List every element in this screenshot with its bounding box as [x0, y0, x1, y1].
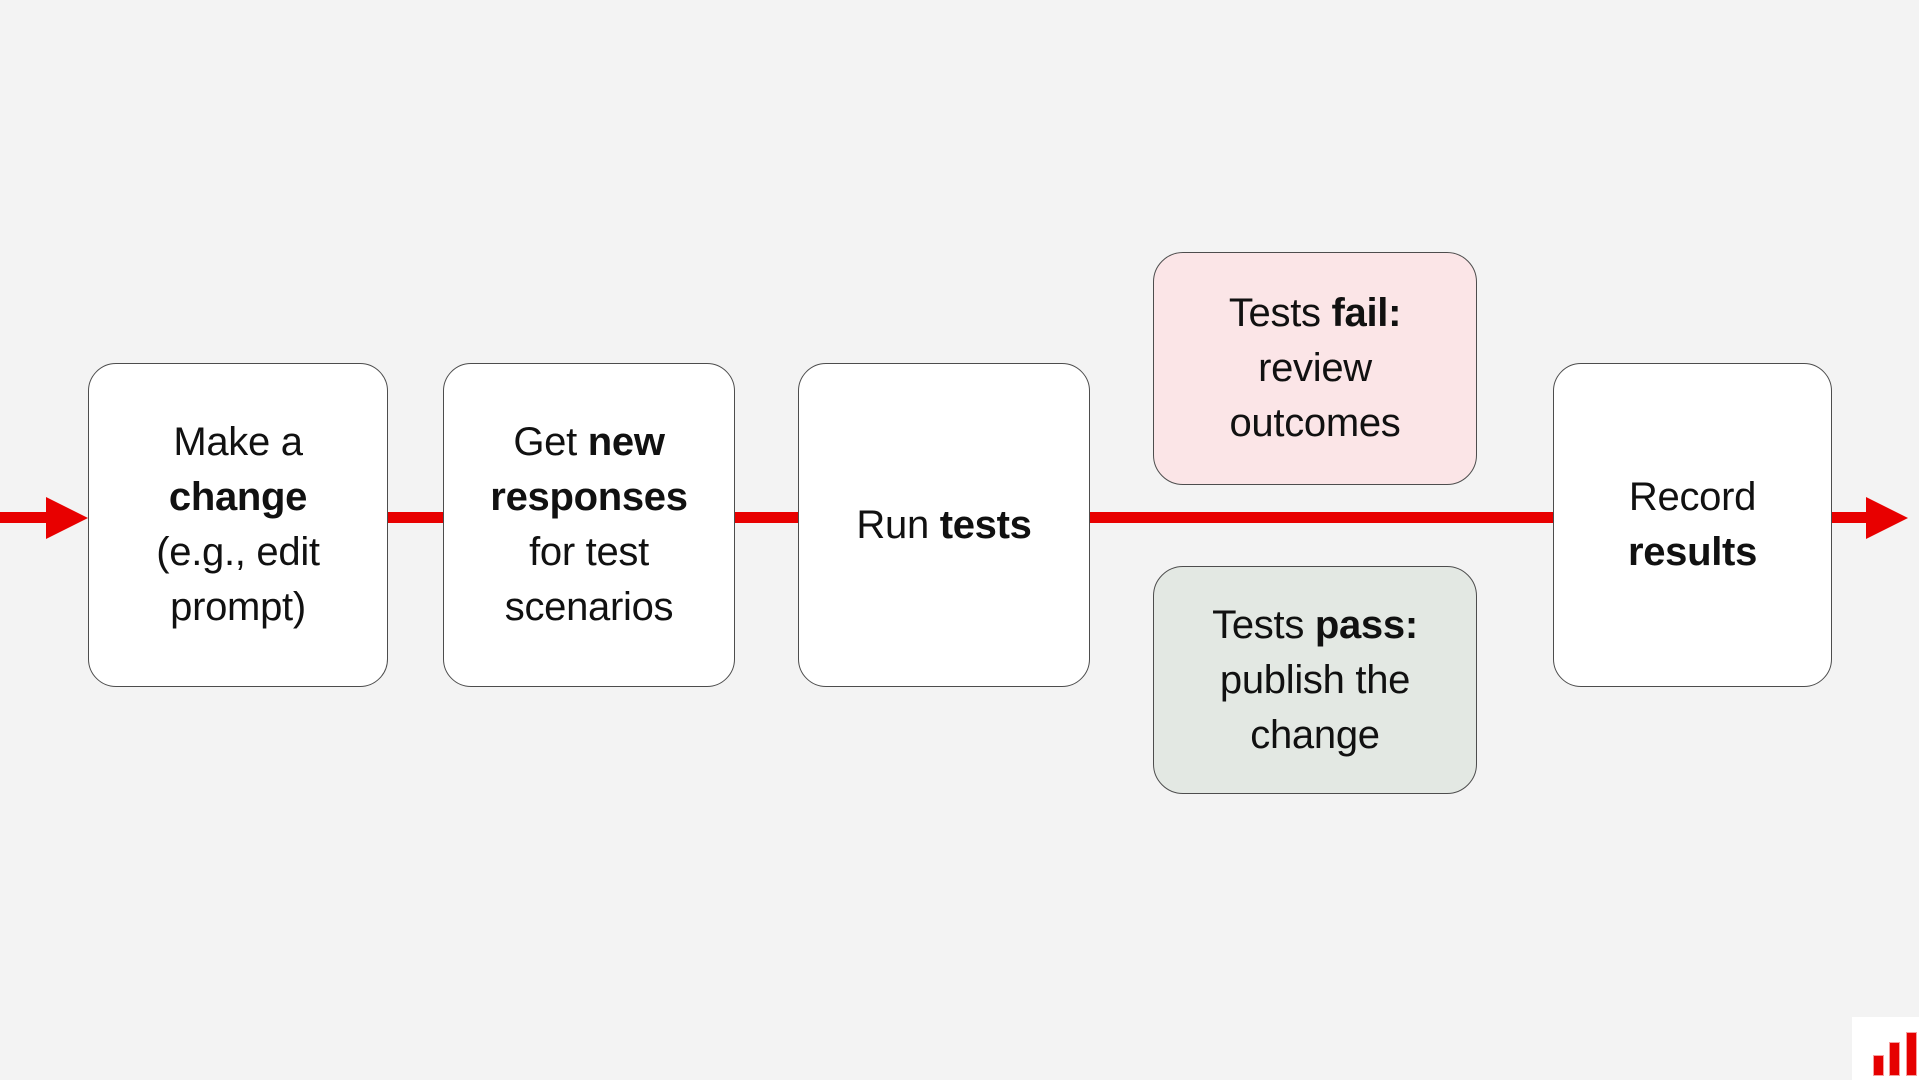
flow-node-record-results: Record results: [1553, 363, 1832, 687]
flow-arrow-segment-enter: [0, 512, 48, 523]
text-line: publish the: [1219, 657, 1411, 702]
arrow-head-left-icon: [46, 497, 88, 539]
flow-node-tests-fail: Tests fail: review outcomes: [1153, 252, 1477, 485]
text-line: responses: [490, 475, 688, 519]
logo-tile: [1852, 1017, 1919, 1080]
logo-bar-large: [1906, 1032, 1917, 1076]
text-line: change: [168, 475, 308, 519]
text-line: Tests fail:: [1228, 291, 1402, 335]
text-line: for test: [529, 530, 649, 574]
text-line: scenarios: [504, 585, 674, 629]
flow-node-run-tests: Run tests: [798, 363, 1090, 687]
text-line: outcomes: [1229, 401, 1401, 445]
flow-arrow-segment-2: [735, 512, 798, 523]
flow-arrow-segment-3: [1090, 512, 1553, 523]
text-line: Record: [1628, 475, 1757, 519]
flow-node-make-change: Make a change (e.g., edit prompt): [88, 363, 388, 687]
text-line: (e.g., edit: [156, 530, 320, 574]
flow-node-tests-pass: Tests pass: publish the change: [1153, 566, 1477, 794]
text-line: Make a: [173, 420, 303, 464]
text-line: results: [1627, 530, 1758, 574]
text-line: Run tests: [856, 502, 1032, 547]
text-line: review: [1258, 346, 1372, 390]
flow-arrow-segment-1: [388, 512, 443, 523]
flow-node-get-new-responses: Get new responses for test scenarios: [443, 363, 735, 687]
arrow-head-right-icon: [1866, 497, 1908, 539]
text-line: Tests pass:: [1212, 602, 1418, 647]
logo-bar-medium: [1889, 1042, 1900, 1076]
logo-bar-small: [1873, 1055, 1884, 1076]
text-line: Get new: [513, 420, 665, 464]
text-line: change: [1250, 712, 1380, 757]
flow-arrow-segment-exit: [1832, 512, 1870, 523]
text-line: prompt): [170, 585, 306, 629]
